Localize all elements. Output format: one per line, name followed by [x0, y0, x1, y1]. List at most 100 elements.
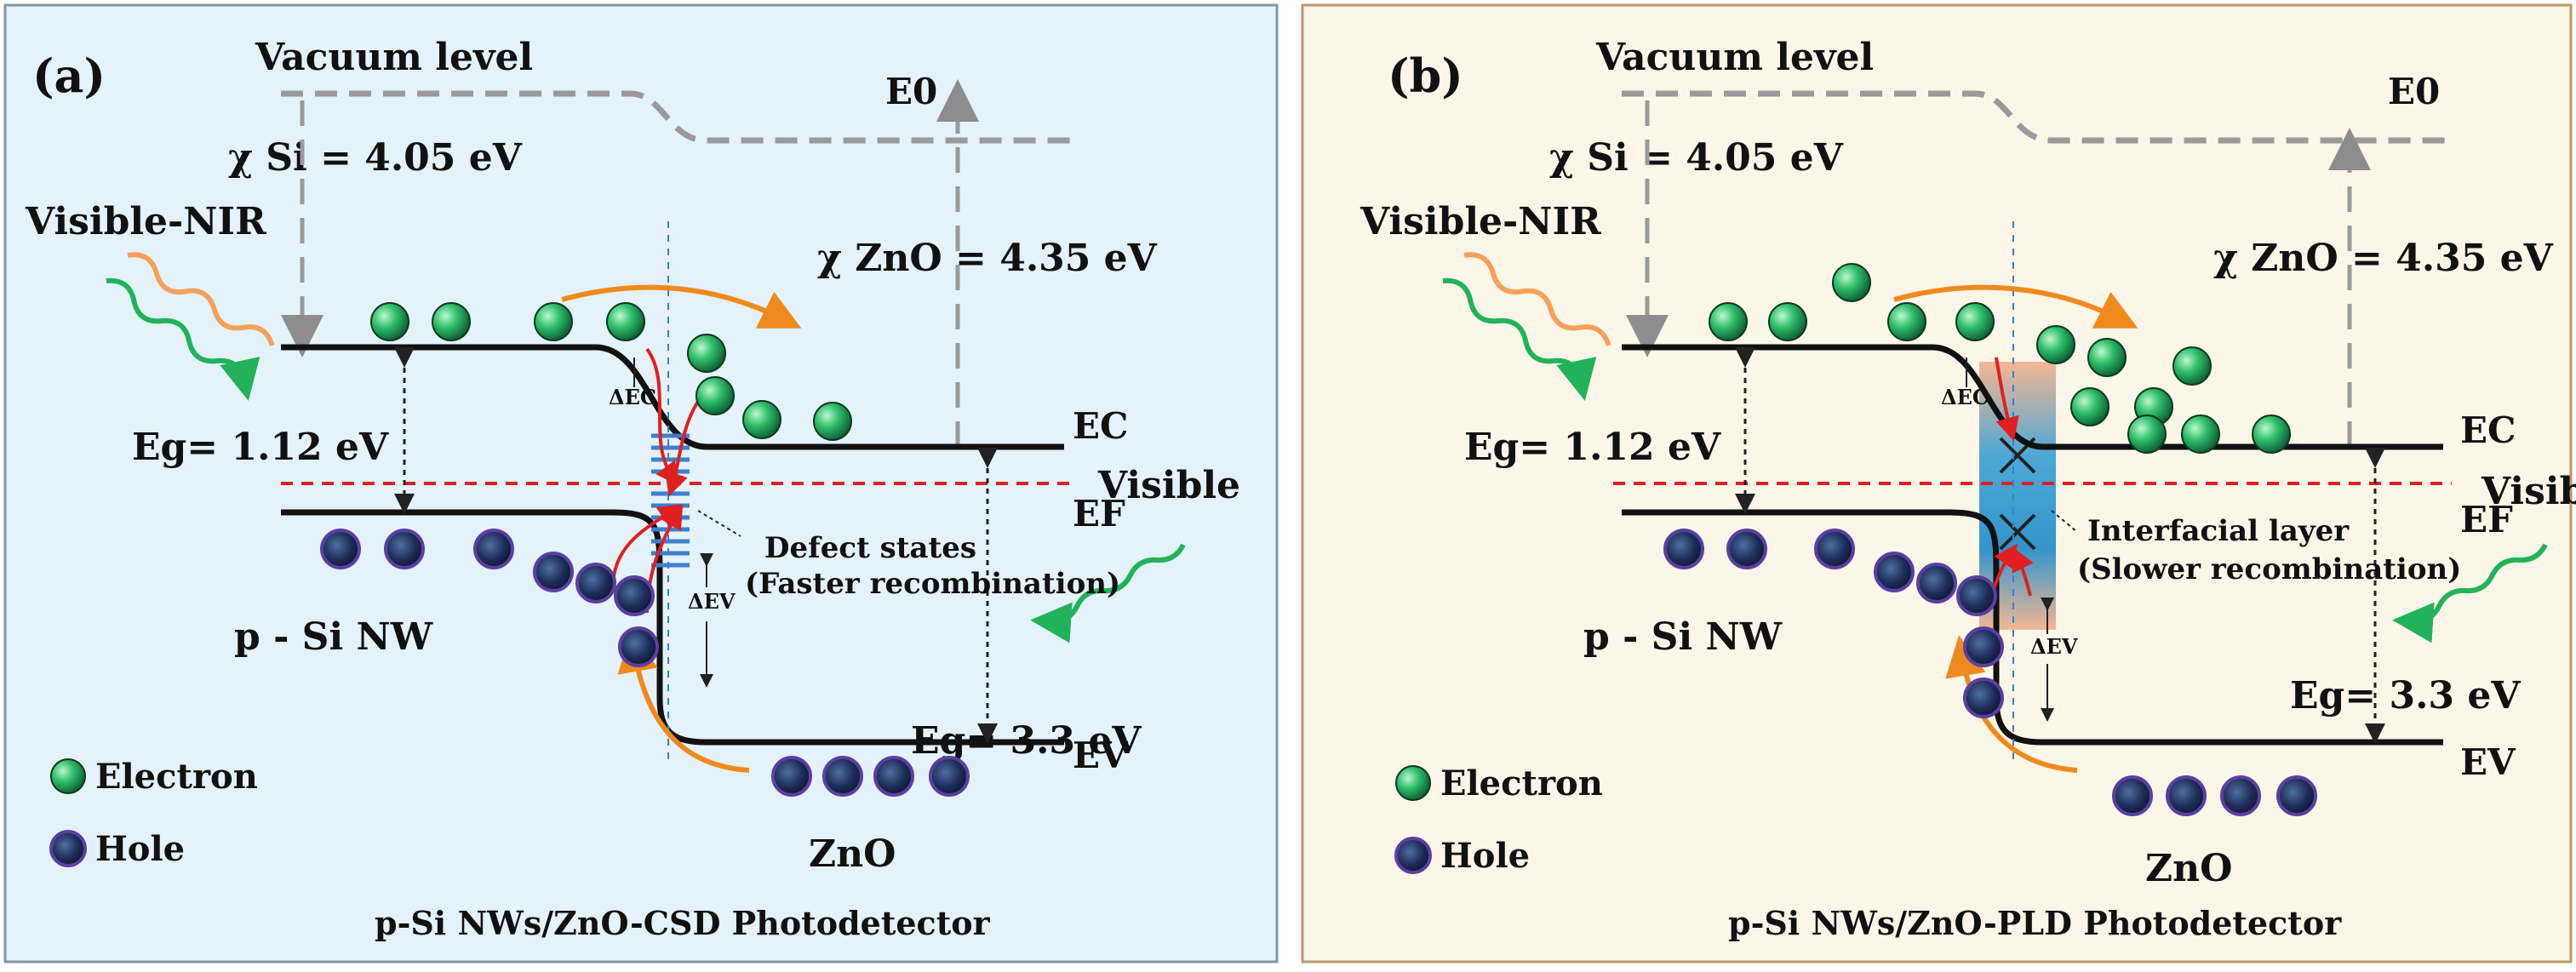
e0-label: E0: [2388, 71, 2440, 112]
ef-label: EF: [1073, 493, 1125, 535]
delta-ec-label: ΔEC: [609, 385, 656, 409]
conduction-band-line: [1622, 344, 2443, 450]
defect-pointer: [697, 510, 741, 537]
electron: [2252, 415, 2291, 454]
vacuum-level-label: Vacuum level: [255, 36, 533, 79]
hole: [2112, 775, 2153, 816]
ec-label: EC: [1073, 405, 1128, 447]
electron: [534, 302, 573, 341]
eg-zno-label: Eg= 3.3 eV: [911, 719, 1142, 763]
conduction-band-line: [281, 344, 1064, 450]
hole: [384, 529, 425, 569]
electron: [2172, 346, 2212, 386]
visible-nir-label: Visible-NIR: [1360, 200, 1601, 243]
nir-photon-orange: [1463, 252, 1611, 346]
electron: [1709, 302, 1748, 341]
electron: [1768, 302, 1807, 341]
zno-label: ZnO: [809, 832, 896, 876]
hole: [1663, 529, 1704, 569]
hole: [2220, 775, 2261, 816]
panel-b: (b) Vacuum level E0 χ Si = 4.05 eV χ ZnO…: [1301, 3, 2576, 963]
legend-electron-label: Electron: [1440, 763, 1603, 803]
hole: [2166, 775, 2207, 816]
visible-nir-label: Visible-NIR: [25, 200, 266, 243]
legend-hole-label: Hole: [1440, 836, 1530, 876]
nir-photon-green: [1442, 277, 1597, 402]
chi-si-label: χ Si = 4.05 eV: [228, 136, 523, 180]
electron: [606, 302, 645, 341]
hole: [575, 563, 616, 603]
si-nw-label: p - Si NW: [234, 615, 433, 659]
hole: [1963, 678, 2004, 718]
electron: [2127, 415, 2167, 454]
panel-b-label: (b): [1388, 49, 1463, 103]
panel-a-background: [3, 3, 1279, 963]
hole: [771, 756, 812, 797]
si-nw-label: p - Si NW: [1583, 615, 1783, 659]
electron-flow-arrow: [561, 284, 802, 329]
electron: [1955, 302, 1995, 341]
hole: [929, 756, 970, 797]
electron: [742, 400, 781, 439]
electron: [2070, 387, 2109, 426]
e0-label: E0: [885, 71, 937, 112]
hole: [320, 529, 361, 569]
chi-si-label: χ Si = 4.05 eV: [1549, 136, 1844, 180]
panel-caption: p-Si NWs/ZnO-PLD Photodetector: [1728, 904, 2342, 942]
electrons: [370, 302, 852, 441]
visible-photon: [2392, 543, 2548, 643]
interface-label-2: (Slower recombination): [2077, 552, 2461, 586]
hole: [1956, 575, 1997, 616]
hole: [873, 756, 914, 797]
panel-a: (a) Vacuum level E0 χ Si = 4.05 eV χ ZnO…: [3, 3, 1279, 963]
eg-si-label: Eg= 1.12 eV: [132, 426, 389, 469]
vacuum-level-label: Vacuum level: [1595, 36, 1874, 79]
hole: [1874, 552, 1915, 592]
delta-ev-label: ΔEV: [688, 589, 736, 614]
zno-label: ZnO: [2145, 847, 2232, 890]
electron: [1887, 302, 1926, 341]
legend-hole-icon: [1394, 837, 1432, 874]
legend-hole-icon: [49, 830, 87, 867]
ev-label: EV: [2460, 741, 2516, 783]
hole: [614, 575, 655, 616]
visible-photon: [1030, 543, 1186, 643]
delta-ev-label: ΔEV: [2030, 634, 2078, 659]
electron: [2087, 338, 2127, 377]
electron: [696, 376, 735, 415]
hole: [1916, 563, 1957, 603]
interface-label-1: Interfacial layer: [2087, 514, 2350, 548]
hole: [533, 552, 574, 592]
electron: [432, 302, 471, 341]
panel-a-label: (a): [32, 49, 106, 103]
ev-label: EV: [1073, 735, 1129, 776]
valence-band-line: [281, 509, 1064, 746]
visible-label: Visible: [2481, 470, 2576, 513]
chi-zno-label: χ ZnO = 4.35 eV: [817, 237, 1158, 280]
electron: [2036, 325, 2075, 364]
electron: [370, 302, 409, 341]
electron: [1832, 263, 1871, 302]
electrons: [1709, 263, 2291, 454]
delta-ec-label: ΔEC: [1941, 385, 1989, 409]
hole-flow-arrow: [1945, 635, 2078, 773]
legend-electron-icon: [50, 758, 86, 794]
hole: [618, 626, 659, 667]
panel-caption: p-Si NWs/ZnO-CSD Photodetector: [375, 904, 991, 942]
holes: [320, 529, 970, 797]
electron: [2181, 415, 2220, 454]
nir-photon-orange: [127, 252, 275, 346]
hole: [822, 756, 863, 797]
layer-pointer: [2051, 510, 2078, 533]
hole: [1726, 529, 1767, 569]
ef-label: EF: [2460, 499, 2513, 540]
interface-label-2: (Faster recombination): [745, 567, 1120, 601]
chi-zno-label: χ ZnO = 4.35 eV: [2213, 237, 2554, 280]
legend-electron-icon: [1395, 765, 1431, 801]
visible-label: Visible: [1097, 464, 1240, 507]
hole: [2276, 775, 2317, 816]
holes: [1663, 529, 2317, 816]
electron: [813, 402, 852, 441]
ec-label: EC: [2460, 409, 2516, 451]
